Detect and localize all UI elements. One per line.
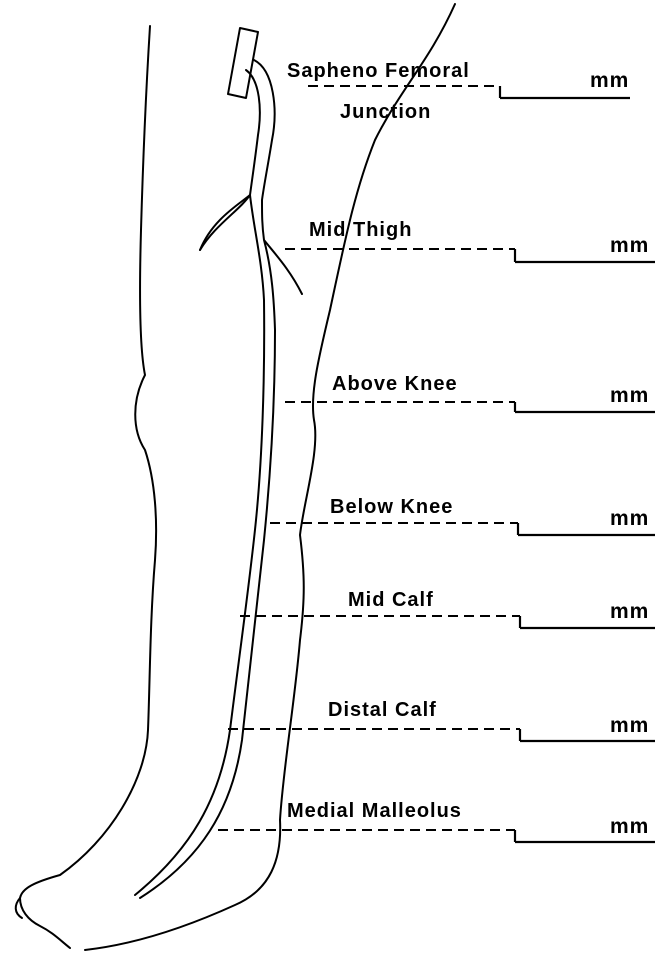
unit-label: mm [590, 69, 629, 92]
unit-label: mm [610, 600, 649, 623]
site-label: Mid Calf [348, 589, 434, 611]
unit-label: mm [610, 815, 649, 838]
site-label: Above Knee [332, 373, 458, 395]
femoral-vein-stump [228, 28, 258, 98]
site-label: Medial Malleolus [287, 800, 462, 822]
site-label-line2: Junction [340, 101, 431, 123]
measurement-row: Medial Malleolus mm [218, 800, 655, 842]
unit-label: mm [610, 714, 649, 737]
saphenous-vein-left-wall [135, 70, 264, 895]
site-label: Below Knee [330, 496, 453, 518]
site-label: Distal Calf [328, 699, 437, 721]
site-label: Sapheno Femoral [287, 60, 470, 82]
site-label: Mid Thigh [309, 219, 412, 241]
unit-label: mm [610, 384, 649, 407]
measurement-row: Below Knee mm [270, 496, 655, 535]
unit-label: mm [610, 507, 649, 530]
leg-back-outline [20, 26, 156, 948]
measurement-row: Mid Thigh mm [285, 219, 655, 262]
measurement-row: Above Knee mm [285, 373, 655, 412]
unit-label: mm [610, 234, 649, 257]
